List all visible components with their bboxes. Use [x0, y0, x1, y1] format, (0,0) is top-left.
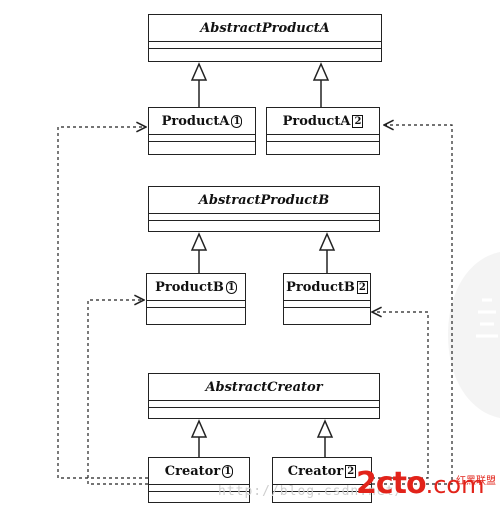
watermark-seal [448, 252, 500, 418]
attributes-compartment [273, 485, 371, 492]
index-badge: 1 [231, 114, 243, 128]
class-name: ProductA [161, 113, 230, 129]
watermark-logo-caption: 红黑联盟 [456, 476, 496, 487]
operations-compartment [284, 308, 370, 314]
inherit-a1 [190, 62, 208, 107]
attributes-compartment [149, 42, 381, 49]
class-product-b1: ProductB 1 [146, 273, 246, 325]
watermark-logo: 2cto.com [356, 466, 485, 501]
inherit-a2 [312, 62, 330, 107]
class-abstract-product-a: AbstractProductA [148, 14, 382, 62]
dep-creator1-productb1 [87, 300, 148, 485]
class-name: AbstractProductB [149, 187, 379, 214]
class-abstract-product-b: AbstractProductB [148, 186, 380, 232]
class-name: ProductB [286, 279, 355, 295]
index-badge: 2 [352, 114, 364, 128]
attributes-compartment [149, 401, 379, 408]
class-name: Creator [164, 463, 221, 479]
attributes-compartment [284, 301, 370, 308]
logo-suffix: .com [425, 471, 485, 499]
inherit-b1 [190, 232, 208, 273]
class-name: AbstractProductA [149, 15, 381, 42]
attributes-compartment [149, 135, 255, 142]
operations-compartment [149, 221, 379, 227]
logo-mark: 2cto [356, 466, 427, 501]
class-abstract-creator: AbstractCreator [148, 373, 380, 419]
index-badge: 2 [356, 280, 368, 294]
index-badge: 2 [345, 464, 357, 478]
attributes-compartment [149, 485, 249, 492]
class-name: Creator [287, 463, 344, 479]
class-product-a2: ProductA 2 [266, 107, 380, 155]
operations-compartment [267, 142, 379, 148]
attributes-compartment [147, 301, 245, 308]
class-product-a1: ProductA 1 [148, 107, 256, 155]
inherit-b2 [318, 232, 336, 273]
index-badge: 1 [222, 464, 234, 478]
class-name: ProductA [282, 113, 351, 129]
dep-creator1-producta1 [57, 127, 148, 479]
operations-compartment [149, 408, 379, 414]
inherit-creator2 [316, 419, 334, 457]
dep-creator2-producta2 [372, 125, 453, 485]
operations-compartment [147, 308, 245, 314]
operations-compartment [149, 49, 381, 55]
class-name: AbstractCreator [149, 374, 379, 401]
inherit-creator1 [190, 419, 208, 457]
class-creator1: Creator 1 [148, 457, 250, 503]
class-product-b2: ProductB 2 [283, 273, 371, 325]
index-badge: 1 [225, 280, 237, 294]
dep-creator2-productb2 [372, 312, 429, 479]
watermark-url: http://blog.csdn.net/ [218, 484, 404, 499]
attributes-compartment [267, 135, 379, 142]
operations-compartment [149, 142, 255, 148]
attributes-compartment [149, 214, 379, 221]
class-name: ProductB [155, 279, 224, 295]
class-creator2: Creator 2 [272, 457, 372, 503]
